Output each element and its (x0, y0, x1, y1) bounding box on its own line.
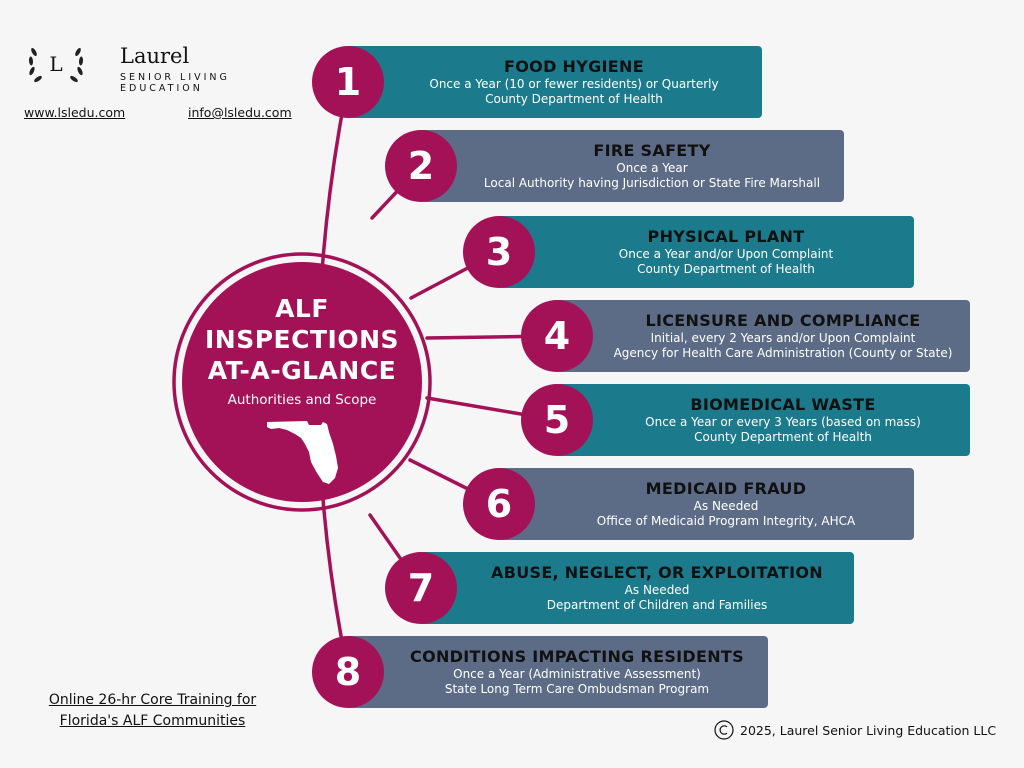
laurel-wreath-icon: L (28, 47, 84, 83)
inspection-frequency: Initial, every 2 Years and/or Upon Compl… (650, 330, 916, 345)
inspection-title: BIOMEDICAL WASTE (690, 394, 876, 414)
inspection-title: CONDITIONS IMPACTING RESIDENTS (410, 646, 744, 666)
inspection-frequency: As Needed (693, 498, 759, 513)
brand-logo: L Laurel SENIOR LIVING EDUCATION (26, 40, 306, 94)
inspection-title: FIRE SAFETY (593, 140, 711, 160)
hub-subtitle: Authorities and Scope (227, 392, 377, 408)
copyright-notice: 2025, Laurel Senior Living Education LLC (714, 720, 996, 740)
hub-ring (172, 252, 432, 512)
inspection-frequency: Once a Year (10 or fewer residents) or Q… (429, 76, 719, 91)
inspection-number-badge: 7 (385, 552, 457, 624)
inspection-frequency: As Needed (624, 582, 690, 597)
inspection-frequency: Once a Year or every 3 Years (based on m… (645, 414, 921, 429)
inspection-frequency: Once a Year (616, 160, 688, 175)
email-link[interactable]: info@lsledu.com (188, 105, 292, 120)
florida-map-icon (267, 421, 338, 484)
inspection-title: MEDICAID FRAUD (645, 478, 807, 498)
inspection-title: PHYSICAL PLANT (647, 226, 805, 246)
inspection-number-badge: 2 (385, 130, 457, 202)
logo-letter: L (49, 52, 62, 76)
inspection-number-badge: 8 (312, 636, 384, 708)
inspection-title: ABUSE, NEGLECT, OR EXPLOITATION (491, 562, 823, 582)
inspection-title: LICENSURE AND COMPLIANCE (645, 310, 921, 330)
inspection-authority: Agency for Health Care Administration (C… (613, 346, 953, 360)
website-link[interactable]: www.lsledu.com (24, 105, 126, 120)
inspection-number-badge: 6 (463, 468, 535, 540)
inspection-number-badge: 5 (521, 384, 593, 456)
inspection-number-badge: 4 (521, 300, 593, 372)
inspection-number-badge: 1 (312, 46, 384, 118)
inspection-frequency: Once a Year and/or Upon Complaint (618, 246, 834, 261)
inspection-authority: Office of Medicaid Program Integrity, AH… (596, 514, 856, 528)
inspection-authority: County Department of Health (637, 262, 815, 276)
inspection-number-badge: 3 (463, 216, 535, 288)
training-caption: Online 26-hr Core Training for Florida's… (48, 692, 257, 729)
copyright-text: 2025, Laurel Senior Living Education LLC (740, 722, 997, 738)
copyright-icon (714, 720, 734, 740)
inspection-authority: Department of Children and Families (546, 598, 768, 612)
inspection-frequency: Once a Year (Administrative Assessment) (453, 666, 701, 681)
hub-circle: ALF INSPECTIONS AT-A-GLANCE Authorities … (182, 262, 422, 502)
inspection-authority: State Long Term Care Ombudsman Program (444, 682, 710, 696)
inspection-authority: Local Authority having Jurisdiction or S… (483, 176, 821, 190)
brand-name: Laurel (120, 44, 190, 68)
inspection-authority: County Department of Health (694, 430, 872, 444)
inspection-title: FOOD HYGIENE (504, 56, 644, 76)
brand-tagline: SENIOR LIVING EDUCATION (120, 72, 230, 94)
inspection-authority: County Department of Health (485, 92, 663, 106)
hub-title: ALF INSPECTIONS AT-A-GLANCE (204, 294, 399, 385)
